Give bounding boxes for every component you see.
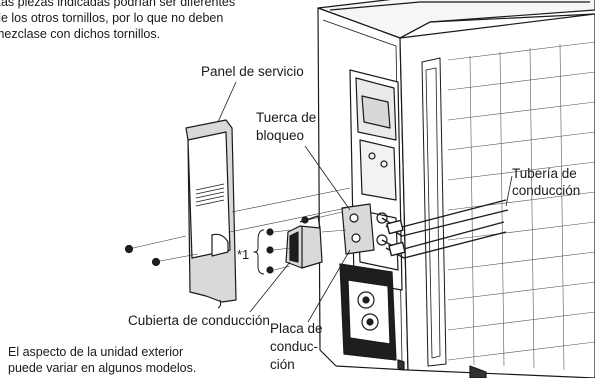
screw-group-brace — [253, 229, 265, 275]
service-opening — [349, 69, 403, 291]
footnote: El aspecto de la unidad exterior puede v… — [8, 344, 196, 376]
warning-note-line: de los otros tornillos, por lo que no de… — [0, 11, 224, 25]
assembly-lines — [132, 187, 351, 271]
pipe-plate — [341, 203, 375, 255]
label-lock-nut-line: bloqueo — [256, 128, 305, 143]
warning-note: Las piezas indicadas podrían ser diferen… — [0, 0, 235, 42]
pipe-cover — [285, 215, 323, 269]
footnote-line: puede variar en algunos modelos. — [8, 361, 197, 375]
warning-note-line: mezclase con dichos tornillos. — [0, 27, 161, 41]
label-screw-note-marker: *1 — [237, 247, 250, 262]
label-lock-nut: Tuerca de bloqueo — [256, 109, 316, 145]
label-pipes: Tubería de conducción — [512, 165, 580, 199]
label-service-panel: Panel de servicio — [201, 64, 304, 79]
screws — [124, 216, 309, 274]
label-pipe-plate-line: ción — [270, 357, 295, 372]
label-lock-nut-line: Tuerca de — [256, 110, 317, 125]
fin-grid — [447, 41, 595, 371]
label-pipe-plate: Placa de conduc- ción — [270, 320, 323, 374]
unit-bottom-cover — [339, 263, 397, 361]
label-pipe-cover: Cubierta de conducción — [128, 313, 270, 328]
label-pipes-line: conducción — [512, 183, 581, 198]
connection-pipes — [381, 199, 509, 259]
label-pipe-plate-line: conduc- — [270, 339, 319, 354]
label-pipe-plate-line: Placa de — [270, 321, 323, 336]
warning-note-line: Las piezas indicadas podrían ser diferen… — [0, 0, 236, 9]
label-pipes-line: Tubería de — [512, 166, 577, 181]
service-panel — [185, 119, 237, 309]
footnote-line: El aspecto de la unidad exterior — [8, 345, 184, 359]
callout-lines — [217, 81, 513, 323]
